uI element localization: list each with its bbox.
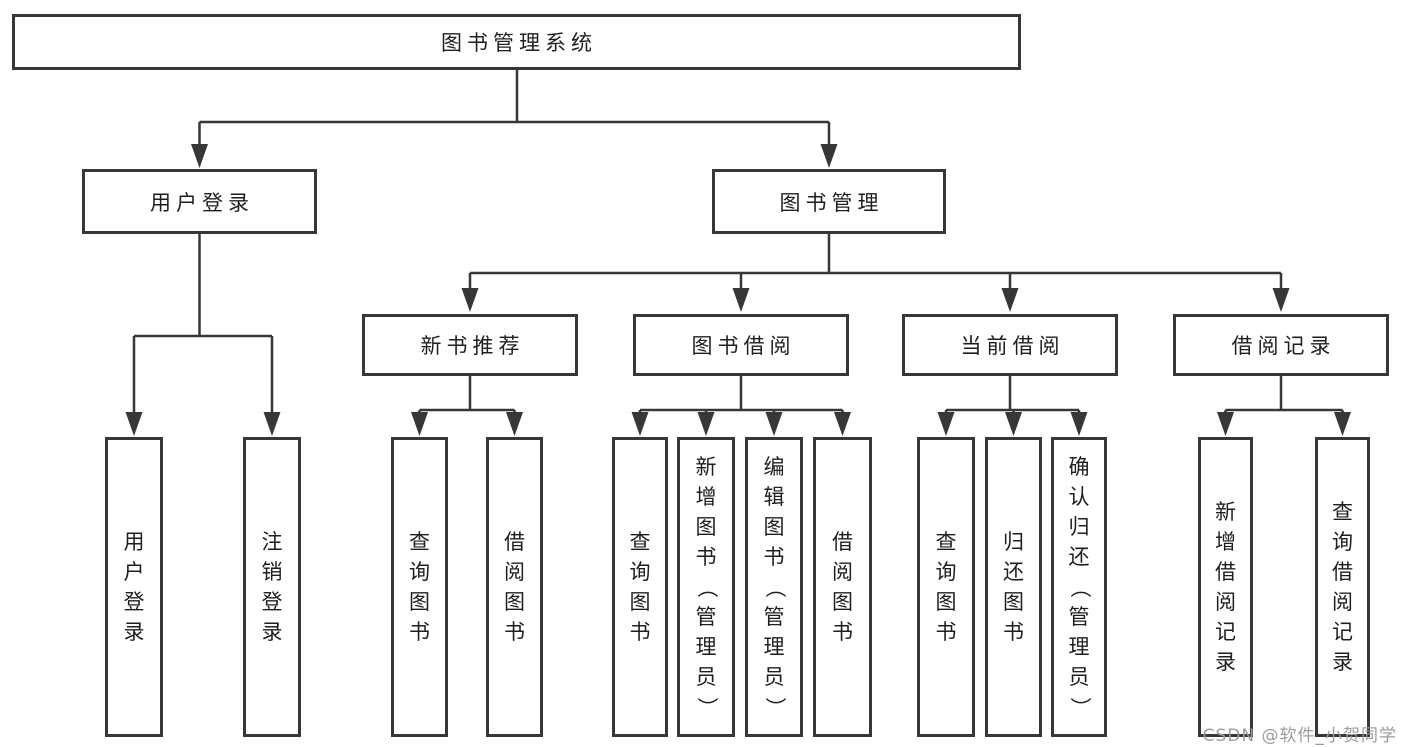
node-leaf-query-books: 查询图书 [612,437,668,737]
node-book-management-branch: 图书管理 [712,169,946,234]
node-label: 图书借阅 [691,334,796,358]
node-label: 查询图书 [935,529,957,644]
node-label: 确认归还（管理员） [1067,454,1092,718]
node-current-borrowing: 当前借阅 [902,314,1118,376]
node-label: 注销登录 [261,529,283,644]
node-leaf-borrow-books: 借阅图书 [813,437,872,737]
node-leaf-query-books: 查询图书 [917,437,975,737]
node-new-book-recommendation: 新书推荐 [362,314,578,376]
node-label: 新增图书（管理员） [694,454,719,718]
node-leaf-query-books: 查询图书 [391,437,448,737]
node-label: 图书管理系统 [441,31,597,55]
node-leaf-confirm-return-admin: 确认归还（管理员） [1051,437,1107,737]
node-label: 查询借阅记录 [1332,499,1353,674]
node-leaf-add-borrow-record: 新增借阅记录 [1198,437,1253,737]
node-library-management-system: 图书管理系统 [12,14,1021,70]
node-leaf-query-borrow-record: 查询借阅记录 [1315,437,1370,737]
node-book-borrowing: 图书借阅 [633,314,849,376]
node-borrowing-records: 借阅记录 [1173,314,1389,376]
node-label: 归还图书 [1003,529,1024,644]
node-label: 图书管理 [779,190,884,215]
node-leaf-logout: 注销登录 [243,437,301,737]
csdn-watermark: CSDN @软件_小贺同学 [1202,726,1397,746]
node-label: 编辑图书（管理员） [762,454,787,718]
node-leaf-add-book-admin: 新增图书（管理员） [677,437,735,737]
node-label: 借阅记录 [1231,334,1336,358]
node-label: 用户登录 [150,190,254,215]
node-label: 新书推荐 [420,334,525,358]
node-leaf-user-login: 用户登录 [105,437,163,737]
node-label: 用户登录 [123,529,145,644]
node-label: 查询图书 [629,529,651,644]
node-user-login-branch: 用户登录 [82,169,317,234]
node-label: 借阅图书 [832,529,853,644]
node-label: 借阅图书 [504,529,525,644]
node-label: 新增借阅记录 [1215,499,1236,674]
node-leaf-borrow-books: 借阅图书 [486,437,543,737]
node-label: 当前借阅 [960,334,1065,358]
node-leaf-return-books: 归还图书 [985,437,1042,737]
node-leaf-edit-book-admin: 编辑图书（管理员） [745,437,803,737]
node-label: 查询图书 [409,529,430,644]
